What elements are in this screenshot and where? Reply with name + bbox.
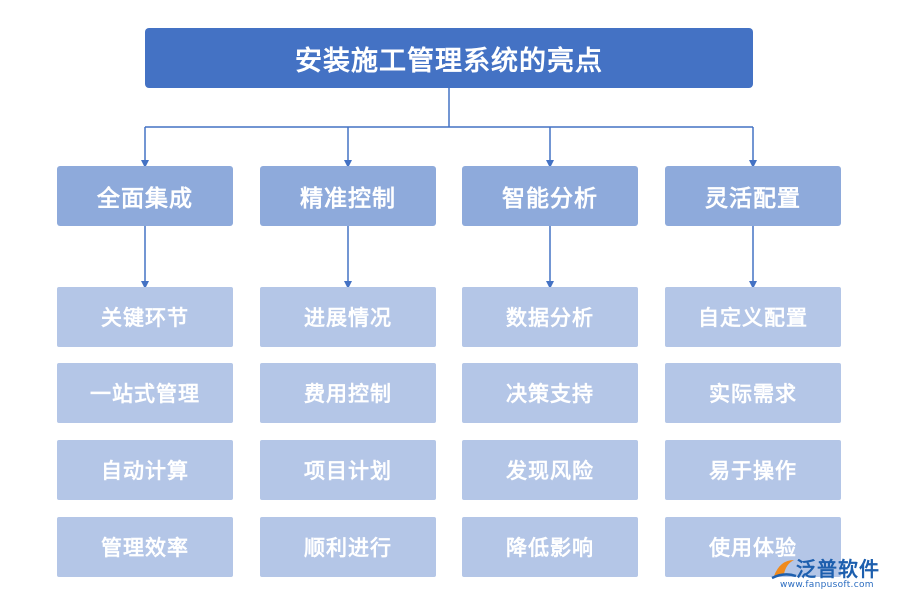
feature-item: 降低影响 xyxy=(462,517,638,577)
feature-item: 一站式管理 xyxy=(57,363,233,423)
feature-item: 实际需求 xyxy=(665,363,841,423)
category-box: 灵活配置 xyxy=(665,166,841,226)
feature-item: 发现风险 xyxy=(462,440,638,500)
feature-item: 管理效率 xyxy=(57,517,233,577)
fanpu-logo-icon xyxy=(771,560,797,580)
feature-item: 关键环节 xyxy=(57,287,233,347)
feature-item: 项目计划 xyxy=(260,440,436,500)
feature-item: 自定义配置 xyxy=(665,287,841,347)
feature-item: 使用体验 xyxy=(665,517,841,577)
feature-item: 费用控制 xyxy=(260,363,436,423)
feature-item: 决策支持 xyxy=(462,363,638,423)
category-box: 智能分析 xyxy=(462,166,638,226)
diagram-title: 安装施工管理系统的亮点 xyxy=(145,28,753,88)
logo-name: 泛普软件 xyxy=(796,557,880,581)
feature-item: 自动计算 xyxy=(57,440,233,500)
category-box: 全面集成 xyxy=(57,166,233,226)
feature-item: 易于操作 xyxy=(665,440,841,500)
feature-item: 数据分析 xyxy=(462,287,638,347)
feature-item: 进展情况 xyxy=(260,287,436,347)
fanpu-logo: 泛普软件 www.fanpusoft.com xyxy=(770,552,895,596)
category-box: 精准控制 xyxy=(260,166,436,226)
feature-item: 顺利进行 xyxy=(260,517,436,577)
logo-url: www.fanpusoft.com xyxy=(780,580,874,590)
